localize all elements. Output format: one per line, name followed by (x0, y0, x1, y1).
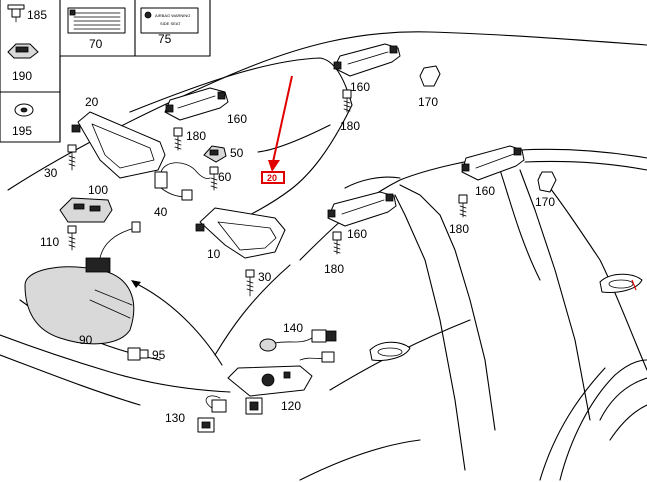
grab-handle-160-top (333, 43, 401, 77)
callout-90: 90 (79, 333, 93, 347)
callout-100: 100 (88, 183, 108, 197)
screw-110-icon (67, 225, 77, 251)
door-handle-rear (599, 273, 643, 293)
callout-40: 40 (154, 205, 168, 219)
callout-160-left: 160 (227, 112, 247, 126)
callout-50: 50 (230, 146, 244, 160)
screw-180-a-icon (173, 127, 183, 151)
label-75-icon: AIRBAG WARNING SIDE SEAT (140, 7, 199, 34)
callout-180-c: 180 (324, 262, 344, 276)
sensor-140-icon (259, 329, 337, 363)
callout-195: 195 (12, 124, 32, 138)
label-70-icon (67, 7, 126, 34)
grab-handle-160-right (461, 145, 525, 181)
screw-30-a-icon (67, 144, 77, 171)
screw-30-b-icon (245, 269, 255, 297)
clip-190-icon (7, 43, 39, 59)
mount-100-icon (59, 197, 113, 223)
highlight-marker-text: 20 (267, 173, 277, 183)
callout-160-top: 160 (350, 80, 370, 94)
wiring-130-icon (197, 395, 227, 433)
callout-180-a: 180 (186, 129, 206, 143)
highlight-marker: 20 (261, 171, 285, 184)
screw-180-c-icon (332, 231, 342, 255)
sun-visor-20-icon (71, 111, 166, 179)
callout-10: 10 (207, 247, 221, 261)
bolt-185-icon (7, 4, 25, 23)
callout-170-right: 170 (535, 195, 555, 209)
callout-120: 120 (281, 399, 301, 413)
screw-60-icon (209, 166, 219, 191)
callout-20: 20 (85, 95, 99, 109)
cap-170-top-icon (419, 65, 441, 87)
callout-180-b: 180 (340, 119, 360, 133)
legend-box-grid (0, 0, 211, 143)
callout-170-top: 170 (418, 95, 438, 109)
callout-30-a: 30 (44, 166, 58, 180)
cap-170-right-icon (537, 171, 557, 193)
airbag-label-line1: AIRBAG WARNING (155, 13, 190, 18)
screw-180-d-icon (458, 194, 468, 218)
callout-190: 190 (12, 69, 32, 83)
callout-140: 140 (283, 321, 303, 335)
callout-30-b: 30 (258, 270, 272, 284)
grab-handle-160-left (164, 87, 229, 121)
callout-160-mid: 160 (347, 227, 367, 241)
bulb-95-icon (127, 347, 149, 361)
airbag-label-line2: SIDE SEAT (160, 21, 181, 26)
door-handle-front (369, 341, 411, 361)
callout-185: 185 (27, 8, 47, 22)
visor-retainer-50-icon (203, 145, 227, 163)
screw-180-b-icon (342, 89, 352, 113)
callout-130: 130 (165, 411, 185, 425)
callout-110: 110 (40, 235, 59, 249)
assembly-arrow (131, 280, 223, 366)
highlight-arrow (268, 75, 293, 172)
callout-180-d: 180 (449, 222, 469, 236)
rearview-mirror-90-icon (24, 221, 141, 345)
sun-visor-10-icon (195, 207, 286, 259)
grab-handle-160-mid (327, 191, 397, 227)
connector-40-icon (154, 162, 211, 201)
callout-75: 75 (158, 32, 172, 46)
callout-95: 95 (152, 348, 166, 362)
callout-70: 70 (89, 37, 103, 51)
roof-console-120-icon (227, 365, 313, 415)
callout-60: 60 (218, 170, 232, 184)
washer-195-icon (14, 103, 34, 117)
callout-160-right: 160 (475, 184, 495, 198)
